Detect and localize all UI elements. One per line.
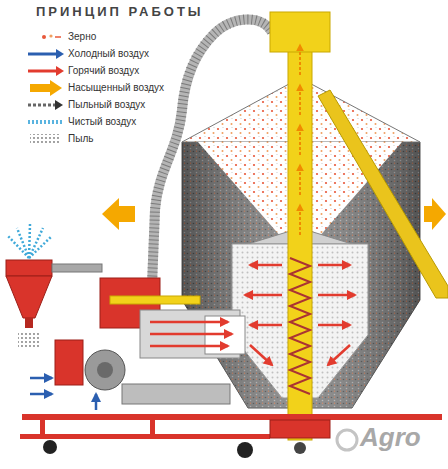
illustration-part [49, 34, 52, 37]
diagram-title: ПРИНЦИП РАБОТЫ [36, 4, 204, 19]
illustration-part [30, 393, 52, 396]
illustration-part [28, 120, 62, 124]
legend-grain-sample [42, 34, 61, 39]
legend-cold-air-arrow [28, 49, 64, 59]
illustration-part [6, 260, 52, 276]
legend-text: Пыль [68, 133, 93, 145]
legend-text: Зерно [68, 31, 96, 43]
elevator-pipe [270, 12, 330, 440]
illustration-part [6, 276, 52, 318]
illustration-part [52, 264, 102, 272]
illustration-part [328, 345, 350, 365]
illustration-part [237, 442, 253, 458]
illustration-part [299, 45, 301, 235]
illustration-part [318, 324, 350, 327]
illustration-part [299, 125, 301, 155]
illustration-part [8, 224, 52, 258]
illustration-part [55, 340, 83, 385]
illustration-part [299, 165, 301, 195]
illustration-part [299, 45, 301, 75]
legend-text: Насыщенный воздух [68, 82, 164, 94]
illustration-part [28, 70, 56, 73]
legend-text: Чистый воздух [68, 116, 136, 128]
legend-text: Холодный воздух [68, 48, 149, 60]
illustration-part [55, 36, 61, 38]
watermark: Agro [360, 424, 421, 450]
illustration-part [25, 318, 33, 328]
illustration-part [250, 264, 282, 267]
illustration-part [30, 378, 96, 410]
illustration-part [318, 294, 355, 297]
illustration-part [29, 236, 52, 258]
illustration-part [150, 345, 228, 348]
illustration-part [270, 12, 330, 52]
illustration-part [290, 258, 310, 394]
illustration-part [150, 333, 232, 336]
legend-text: Горячий воздух [68, 65, 139, 77]
illustration-part [95, 394, 98, 410]
illustration-part [56, 66, 64, 76]
legend-text: Пыльный воздух [68, 99, 145, 111]
illustration-part [288, 20, 312, 440]
illustration-part [122, 384, 230, 404]
legend-hot-air-arrow [28, 66, 64, 76]
legend-dusty-air-arrow [28, 100, 63, 110]
illustration-part [29, 228, 43, 258]
illustration-part [270, 420, 330, 438]
illustration-part [250, 324, 282, 327]
illustration-part [294, 442, 306, 454]
watermark-logo [337, 430, 357, 450]
illustration-part [28, 104, 55, 107]
illustration-part [28, 53, 56, 56]
illustration-part [245, 294, 282, 297]
illustration-part [30, 134, 60, 144]
heater-unit [30, 278, 245, 410]
legend-dust-sample [30, 134, 60, 144]
illustration-part [30, 80, 62, 96]
illustration-part [250, 345, 272, 365]
illustration-part [318, 264, 350, 267]
illustration-part [8, 236, 29, 258]
illustration-part [42, 35, 46, 39]
illustration-part [40, 414, 45, 439]
illustration-part [424, 198, 446, 230]
illustration-part [43, 440, 57, 454]
illustration-part [150, 322, 232, 346]
illustration-part [150, 321, 228, 324]
illustration-part [299, 205, 301, 235]
illustration-part [17, 228, 29, 258]
frame [20, 414, 442, 458]
illustration-part [30, 377, 52, 380]
illustration-part [97, 362, 113, 378]
illustration-part [22, 414, 442, 420]
illustration-part [150, 414, 155, 439]
illustration-part [299, 85, 301, 115]
illustration-part [56, 49, 64, 59]
illustration-part [20, 434, 270, 439]
cyclone [6, 224, 102, 348]
legend-saturated-air-arrow [30, 80, 62, 96]
legend-clean-air-sample [28, 122, 62, 123]
illustration-part [29, 224, 30, 258]
illustration-part [102, 198, 135, 230]
illustration-part [85, 350, 125, 390]
illustration-part [18, 332, 40, 348]
grain-chute [318, 90, 448, 298]
illustration-part [110, 296, 200, 304]
illustration-part [337, 430, 357, 450]
illustration-part [55, 100, 63, 110]
illustration-part [318, 90, 448, 298]
